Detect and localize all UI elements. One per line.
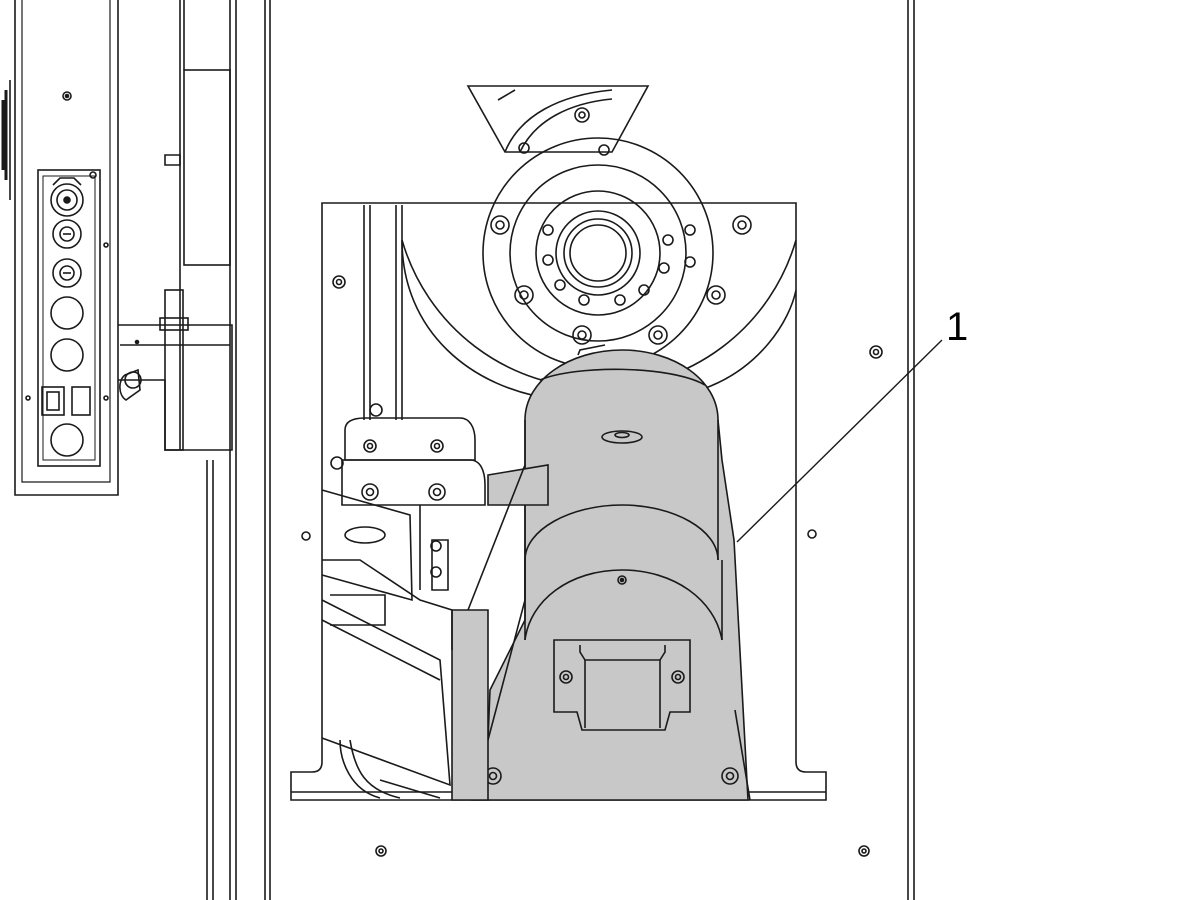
key-switch-icon (52, 219, 82, 249)
top-inspection-window (466, 85, 650, 156)
key-switch-icon (52, 258, 82, 288)
blank-plug-icon (50, 338, 84, 372)
clamp-mechanism (321, 417, 486, 799)
highlighted-component-1 (470, 344, 751, 801)
power-switch-icon (41, 386, 65, 416)
hinge-bracket (118, 289, 233, 451)
control-panel (1, 0, 119, 496)
frame-posts (164, 0, 915, 900)
panel-screws (301, 345, 883, 857)
flange-bolts (490, 215, 752, 345)
flange-wheel (401, 137, 797, 401)
side-bracket (451, 464, 549, 801)
blank-plug-icon (50, 423, 84, 457)
callout-leader-line (736, 339, 943, 543)
blank-plug-icon (50, 296, 84, 330)
connector-plug-icon (50, 183, 84, 217)
callout-label: 1 (946, 305, 968, 349)
callout-1: 1 (736, 305, 968, 543)
